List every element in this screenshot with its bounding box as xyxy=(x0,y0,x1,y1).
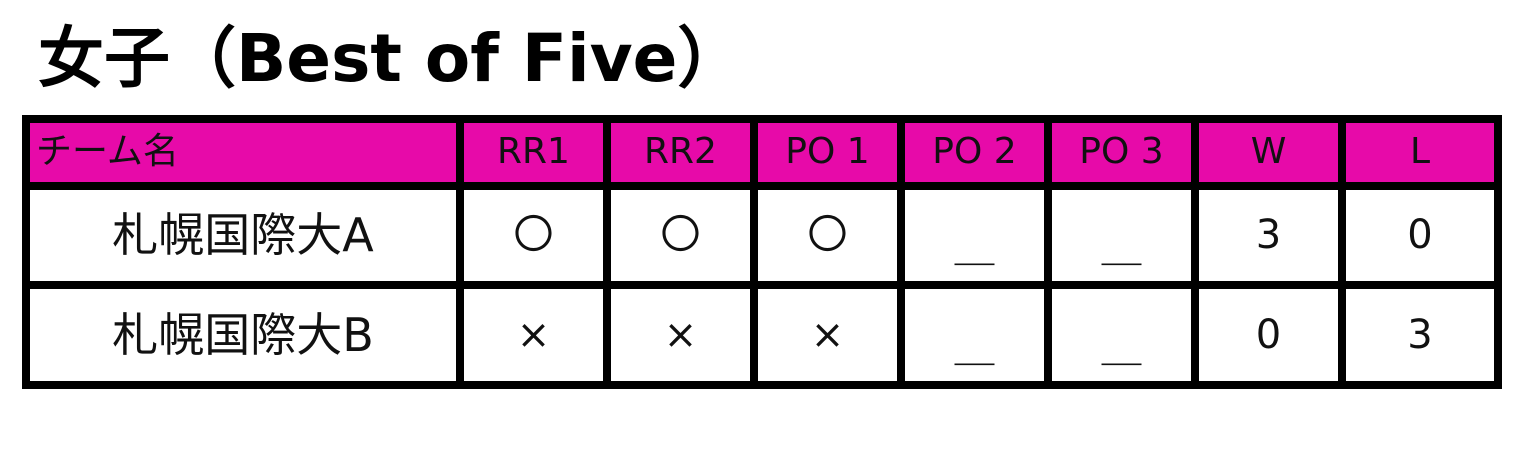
team-name-cell: 札幌国際大B xyxy=(22,281,464,389)
column-header-rr1: RR1 xyxy=(456,115,611,190)
result-cell-po2: ＿ xyxy=(897,281,1052,389)
column-header-losses: L xyxy=(1338,115,1502,190)
result-cell-po2: ＿ xyxy=(897,181,1052,290)
column-header-po2: PO 2 xyxy=(897,115,1052,190)
losses-cell: 3 xyxy=(1338,281,1502,389)
result-cell-rr1: × xyxy=(456,281,611,389)
losses-cell: 0 xyxy=(1338,181,1502,290)
result-cell-po1: × xyxy=(750,281,905,389)
results-table: チーム名 RR1 RR2 PO 1 PO 2 PO 3 W L 札幌国際大A 〇… xyxy=(22,115,1502,389)
result-cell-po1: 〇 xyxy=(750,181,905,290)
column-header-wins: W xyxy=(1191,115,1346,190)
column-header-rr2: RR2 xyxy=(603,115,758,190)
result-cell-rr1: 〇 xyxy=(456,181,611,290)
result-cell-rr2: × xyxy=(603,281,758,389)
column-header-po1: PO 1 xyxy=(750,115,905,190)
wins-cell: 3 xyxy=(1191,181,1346,290)
result-cell-rr2: 〇 xyxy=(603,181,758,290)
table-header-row: チーム名 RR1 RR2 PO 1 PO 2 PO 3 W L xyxy=(22,115,1502,190)
result-mark: ＿ xyxy=(954,324,995,371)
column-header-team: チーム名 xyxy=(22,115,464,190)
table-row: 札幌国際大B × × × ＿ ＿ 0 3 xyxy=(22,281,1502,389)
result-mark: ＿ xyxy=(1101,224,1142,271)
result-mark: ＿ xyxy=(954,224,995,271)
result-mark: ＿ xyxy=(1101,324,1142,371)
table-row: 札幌国際大A 〇 〇 〇 ＿ ＿ 3 0 xyxy=(22,181,1502,290)
page-title: 女子（Best of Five） xyxy=(38,20,744,97)
team-name-cell: 札幌国際大A xyxy=(22,181,464,290)
wins-cell: 0 xyxy=(1191,281,1346,389)
column-header-po3: PO 3 xyxy=(1044,115,1199,190)
result-cell-po3: ＿ xyxy=(1044,181,1199,290)
result-cell-po3: ＿ xyxy=(1044,281,1199,389)
